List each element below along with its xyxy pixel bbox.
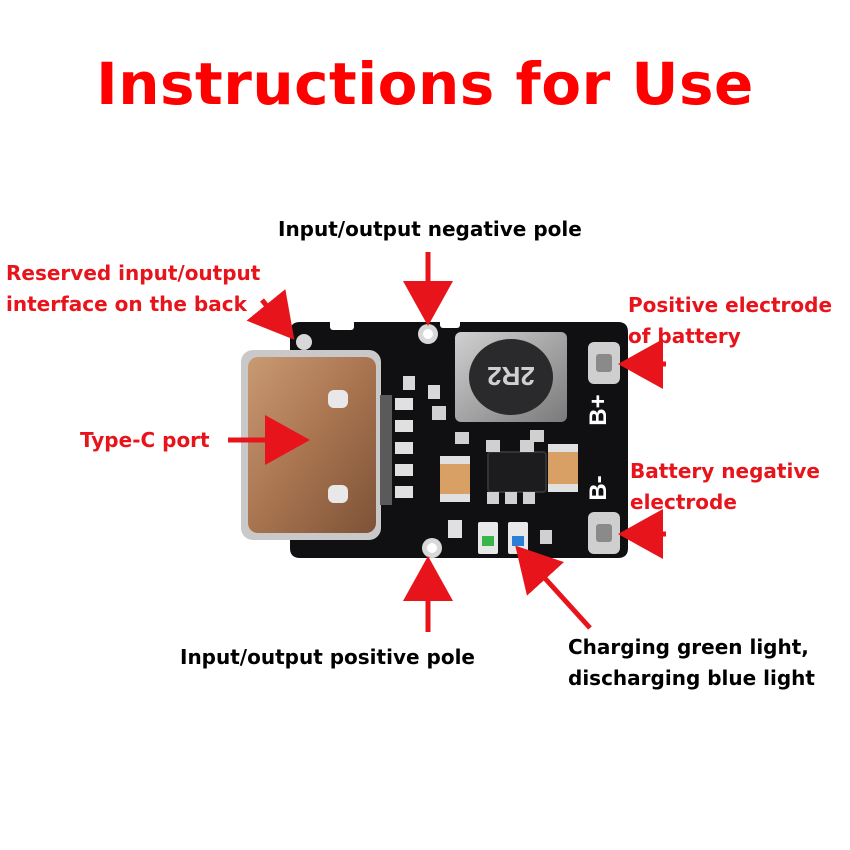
green-led (482, 536, 494, 546)
board-notch (330, 318, 354, 330)
smd-components (432, 406, 552, 544)
inductor-marking: 2R2 (487, 361, 535, 391)
inductor: 2R2 (455, 332, 567, 422)
label-io-negative: Input/output negative pole (278, 217, 582, 241)
label-battery-positive: Positive electrode of battery (628, 293, 833, 348)
arrow-leds (515, 545, 592, 630)
connector-tab (328, 485, 348, 503)
page-title: Instructions for Use (96, 50, 754, 118)
label-type-c-port: Type-C port (80, 428, 210, 452)
blue-led (512, 536, 524, 546)
battery-pads: B+ B- (585, 342, 620, 554)
reserved-pad (296, 334, 312, 350)
label-battery-negative: Battery negative electrode (630, 459, 820, 514)
status-leds (478, 522, 528, 554)
connector-pads (395, 376, 440, 498)
capacitors (440, 444, 578, 502)
label-reserved-interface: Reserved input/output interface on the b… (6, 261, 261, 316)
type-c-connector (241, 350, 392, 540)
label-charging-lights: Charging green light, discharging blue l… (568, 635, 815, 690)
pad-label-b-minus: B- (585, 475, 612, 500)
ic-chip (486, 440, 547, 504)
connector-tab (328, 390, 348, 408)
pad-label-b-plus: B+ (585, 394, 612, 425)
arrow-reserved (246, 289, 295, 340)
board-notch (440, 318, 460, 328)
label-io-positive: Input/output positive pole (180, 645, 475, 669)
callout-arrows (228, 252, 666, 632)
